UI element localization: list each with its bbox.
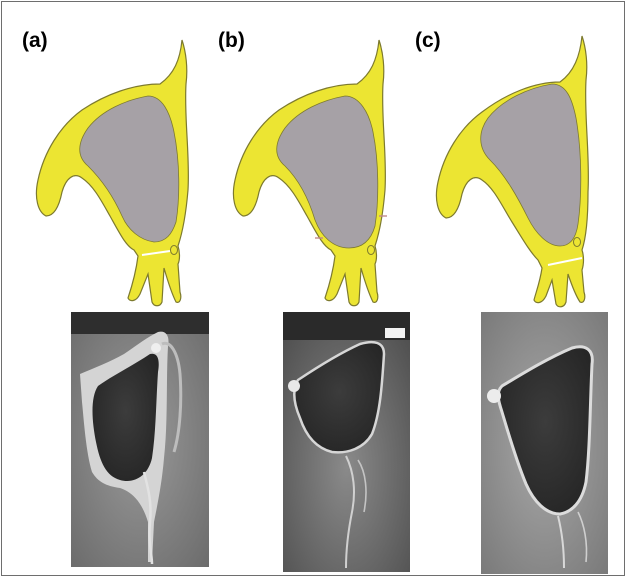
ct-scan-c	[481, 312, 608, 574]
ct-scan-b	[283, 312, 410, 572]
schematic-c	[436, 36, 588, 307]
schematic-b	[233, 40, 387, 306]
ct-scan-a	[71, 312, 209, 567]
schematic-a	[36, 40, 188, 306]
